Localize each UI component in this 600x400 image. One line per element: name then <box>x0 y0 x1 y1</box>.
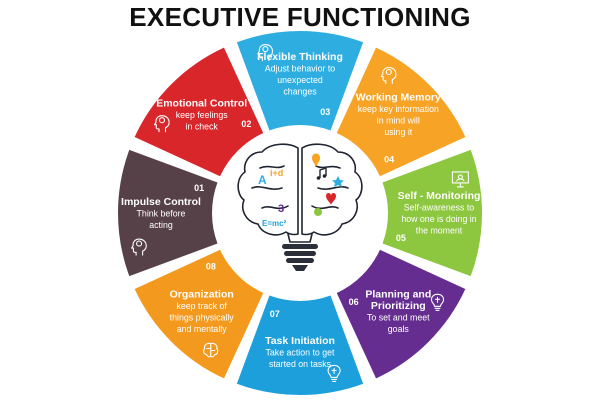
brain-star-doodle-icon <box>332 176 344 187</box>
segment-organization <box>134 249 264 379</box>
brain-icon <box>203 342 219 358</box>
segment-description: keep feelings <box>176 110 228 120</box>
page-title: EXECUTIVE FUNCTIONING <box>129 2 470 32</box>
brain-letter-a: A <box>258 173 267 187</box>
segment-description: goals <box>388 324 410 334</box>
segment-description: in check <box>186 122 219 132</box>
segment-description: changes <box>283 87 317 97</box>
segment-title: Prioritizing <box>371 300 426 312</box>
segment-number: 02 <box>241 119 251 129</box>
segment-number: 05 <box>396 233 406 243</box>
brain-dot-doodle-icon <box>314 208 322 216</box>
bulb-brain-icon <box>327 364 341 382</box>
segment-number: 06 <box>349 297 359 307</box>
bulb-base-ring-1 <box>282 244 318 249</box>
segment-number: 07 <box>270 309 280 319</box>
segment-title: Impulse Control <box>121 196 201 208</box>
segment-description: the moment <box>416 226 463 236</box>
bulb-base-ring-2 <box>284 251 316 256</box>
smiling-head-icon <box>153 115 170 133</box>
segment-description: keep track of <box>177 301 228 311</box>
segment-working <box>336 47 466 177</box>
segment-emotional <box>134 47 264 177</box>
brain-heart-doodle-icon <box>326 193 336 205</box>
segment-title: Emotional Control <box>156 98 247 110</box>
segment-number: 03 <box>320 107 330 117</box>
brain-equation: E=mc² <box>262 219 287 228</box>
brain-note-head <box>316 176 321 180</box>
segment-description: Adjust behavior to <box>265 64 336 74</box>
brain-music-note-icon <box>319 167 327 178</box>
brain-number-three: 3 <box>278 203 284 215</box>
segment-description: things physically <box>170 312 235 322</box>
segment-title: Self - Monitoring <box>398 190 481 202</box>
segment-description: using it <box>384 127 412 137</box>
lightbulb-icon <box>430 293 445 311</box>
segment-task <box>236 295 364 396</box>
segment-number: 08 <box>206 262 216 272</box>
segment-description: how one is doing in <box>401 214 476 224</box>
segment-title: Planning and <box>365 288 431 300</box>
segment-description: Self-awareness to <box>404 203 475 213</box>
brain-lightbulb-doodle-icon <box>312 153 320 166</box>
segment-title: Task Initiation <box>265 335 335 347</box>
bulb-base-ring-3 <box>286 258 314 263</box>
brain-gear-head-icon <box>131 238 147 256</box>
brain-formula: i+d <box>270 168 283 178</box>
segment-title: Organization <box>170 288 234 300</box>
segment-planning <box>336 249 466 379</box>
segment-title: Flexible Thinking <box>257 51 343 63</box>
segment-description: Take action to get <box>266 347 336 357</box>
segment-description: and mentally <box>177 324 227 334</box>
bulb-base-tip <box>292 265 308 271</box>
segment-flexible <box>236 31 364 131</box>
segment-description: in mind will <box>377 116 420 126</box>
segment-description: acting <box>149 220 173 230</box>
segment-description: To set and meet <box>367 312 430 322</box>
segment-number: 04 <box>384 154 394 164</box>
segment-description: unexpected <box>277 75 323 85</box>
monitor-person-icon <box>451 171 469 188</box>
segment-impulse <box>118 149 218 277</box>
segment-description: started on tasks <box>269 359 332 369</box>
brain-gear-head-icon <box>380 66 397 85</box>
segment-description: keep key information <box>358 104 439 114</box>
segment-self-monitoring <box>382 149 483 277</box>
segment-number: 01 <box>194 183 204 193</box>
brain-note-head-2 <box>322 174 327 178</box>
segment-title: Working Memory <box>356 92 441 104</box>
segment-description: Think before <box>137 208 186 218</box>
brain-lightbulb-icon: A i+d 3 E=mc² <box>237 143 363 271</box>
brain-head-icon <box>257 44 274 62</box>
